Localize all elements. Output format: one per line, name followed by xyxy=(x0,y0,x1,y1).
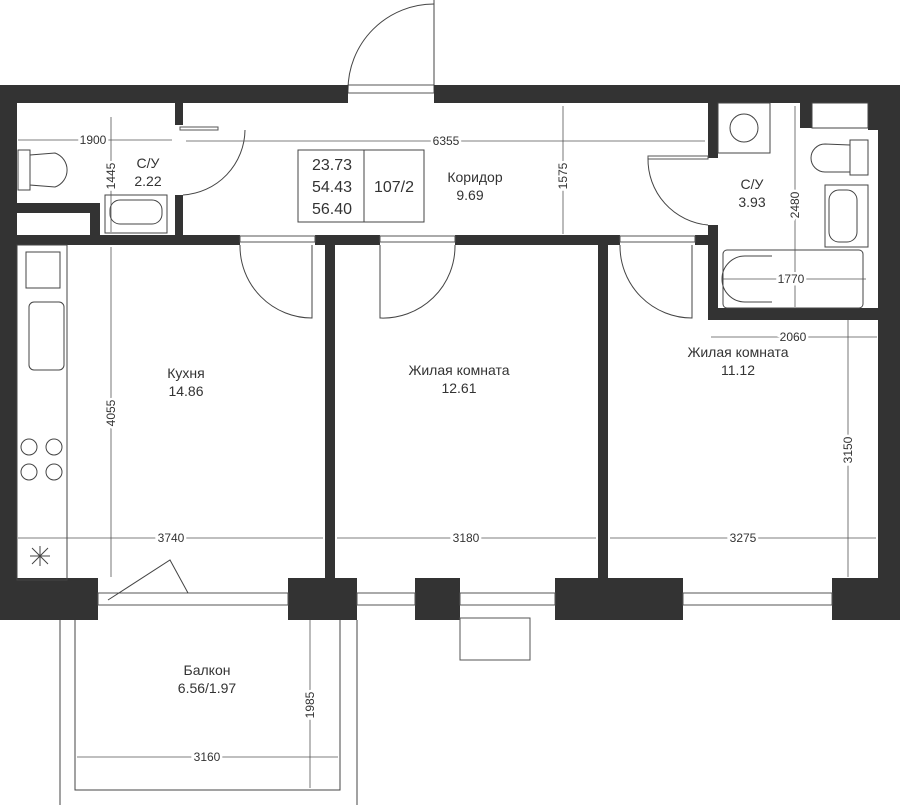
dim-wc1-width: 1900 xyxy=(80,133,107,147)
dim-corridor-height: 1575 xyxy=(556,162,570,189)
dim-room2-height: 3150 xyxy=(841,436,855,463)
wc2-area: 3.93 xyxy=(738,194,765,210)
corridor-name: Коридор xyxy=(447,169,503,185)
sink2-icon xyxy=(824,184,869,248)
walls xyxy=(0,85,900,620)
living-area: 23.73 xyxy=(312,157,352,174)
vent-icon xyxy=(30,546,50,566)
dim-kitchen-height: 4055 xyxy=(104,399,118,426)
radiator-icon xyxy=(25,251,61,289)
wc1-name: С/У xyxy=(137,155,160,171)
balcony-name: Балкон xyxy=(184,662,231,678)
entrance-door xyxy=(347,0,435,94)
dim-kitchen-width: 3740 xyxy=(158,531,185,545)
toilet-icon xyxy=(17,149,31,191)
dim-wc1-height: 1445 xyxy=(104,162,118,189)
dim-balcony-width: 3160 xyxy=(194,750,221,764)
interior-doors xyxy=(179,126,709,319)
balcony-area: 6.56/1.97 xyxy=(178,680,237,696)
dim-room2-top: 2060 xyxy=(780,330,807,344)
dim-room2-width: 3275 xyxy=(730,531,757,545)
dim-balcony-height: 1985 xyxy=(303,691,317,718)
stove-icon xyxy=(20,438,63,481)
kitchen-name: Кухня xyxy=(167,365,204,381)
dim-bath-width: 1770 xyxy=(778,272,805,286)
toilet2-icon xyxy=(810,143,851,173)
wc1-area: 2.22 xyxy=(134,173,161,189)
kitchen-counter xyxy=(16,244,68,581)
room2-area: 11.12 xyxy=(721,362,755,378)
kitchen-area: 14.86 xyxy=(168,383,203,399)
dim-wc2-height: 2480 xyxy=(788,191,802,218)
apartment-number: 107/2 xyxy=(374,179,414,196)
total-area: 54.43 xyxy=(312,179,352,196)
room-labels: С/У 2.22 Коридор 9.69 С/У 3.93 Кухня 14.… xyxy=(134,155,788,696)
dim-room1-width: 3180 xyxy=(453,531,480,545)
fixtures xyxy=(16,102,869,581)
room1-name: Жилая комната xyxy=(408,362,509,378)
washer-icon xyxy=(717,102,771,154)
sink-icon xyxy=(104,194,168,234)
dimension-labels: 1900 1445 6355 1575 2480 1770 2060 3150 … xyxy=(77,131,857,767)
room1-area: 12.61 xyxy=(441,380,476,396)
room2-name: Жилая комната xyxy=(687,344,788,360)
kitchen-sink-icon xyxy=(28,301,65,371)
area-summary: 23.73 54.43 56.40 107/2 xyxy=(297,149,425,223)
dim-corridor-width: 6355 xyxy=(433,134,460,148)
shaft xyxy=(811,102,869,129)
windows xyxy=(97,559,833,661)
total-with-balcony: 56.40 xyxy=(312,201,352,218)
corridor-area: 9.69 xyxy=(456,187,483,203)
balcony xyxy=(59,620,358,805)
wc2-name: С/У xyxy=(741,176,764,192)
dimension-lines xyxy=(18,106,877,788)
